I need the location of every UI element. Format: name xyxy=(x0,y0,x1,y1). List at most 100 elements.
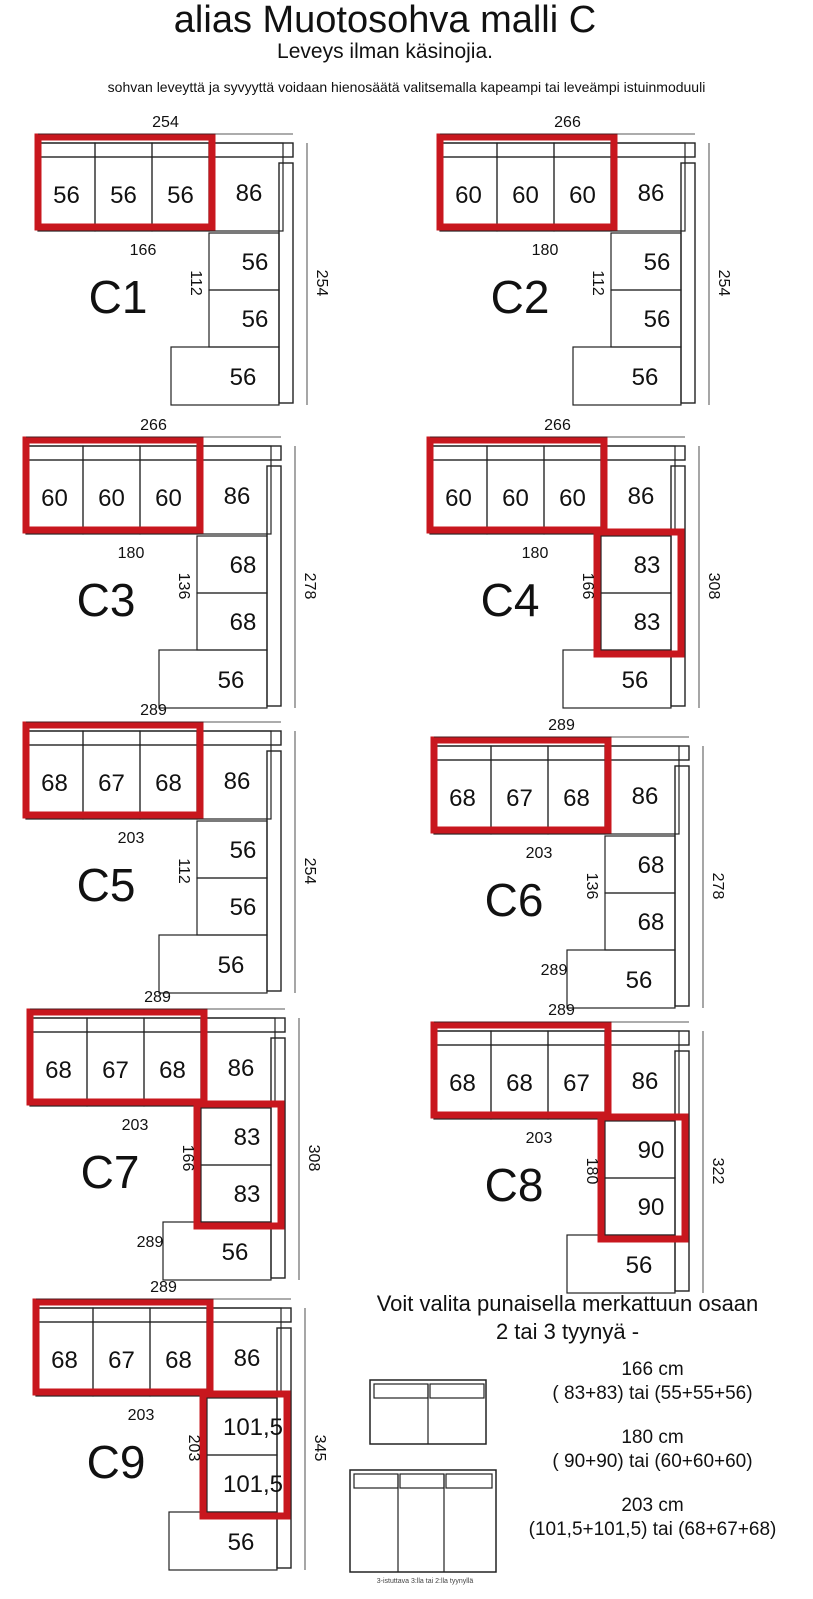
model-name: C4 xyxy=(481,574,540,626)
overall-width-label: 289 xyxy=(548,717,575,734)
end-module xyxy=(158,649,268,709)
legend-option-size: 180 cm xyxy=(621,1427,684,1448)
highlight-top-seats xyxy=(22,436,204,534)
side-seat-label: 68 xyxy=(230,609,257,636)
end-width-label: 56 xyxy=(622,667,649,694)
corner-width-label: 86 xyxy=(628,483,655,510)
model-name: C8 xyxy=(485,1159,544,1211)
seat-width-label: 68 xyxy=(449,785,476,812)
seat-width-label: 67 xyxy=(563,1070,590,1097)
side-seat-label: 90 xyxy=(638,1194,665,1221)
side-seat-label: 68 xyxy=(230,552,257,579)
bottom-width-label: 289 xyxy=(137,1234,164,1251)
inner-width-label: 203 xyxy=(526,845,553,862)
depth-label: 166 xyxy=(179,1145,196,1172)
seat-width-label: 56 xyxy=(167,182,194,209)
two-cushion-icon xyxy=(369,1379,487,1445)
page-note: sohvan leveyttä ja syvyyttä voidaan hien… xyxy=(107,79,706,95)
overall-depth-label: 254 xyxy=(313,270,330,297)
seat-width-label: 68 xyxy=(159,1057,186,1084)
overall-depth-label: 278 xyxy=(709,873,726,900)
overall-depth-label: 254 xyxy=(301,858,318,885)
overall-width-label: 289 xyxy=(140,702,167,719)
model-name: C1 xyxy=(89,271,148,323)
seat-width-label: 60 xyxy=(155,485,182,512)
legend-option-166: 166 cm ( 83+83) tai (55+55+56) xyxy=(500,1358,805,1406)
overall-depth-label: 254 xyxy=(715,270,732,297)
side-back xyxy=(674,765,690,1007)
seat-width-label: 67 xyxy=(98,770,125,797)
sofa-back xyxy=(25,730,282,746)
side-back xyxy=(680,162,696,404)
side-back xyxy=(266,465,282,707)
highlight-side-seats xyxy=(193,1100,285,1230)
depth-label: 136 xyxy=(175,573,192,600)
seat-width-label: 68 xyxy=(45,1057,72,1084)
inner-width-label: 203 xyxy=(122,1117,149,1134)
highlight-top-seats xyxy=(22,721,204,819)
end-module xyxy=(562,649,672,709)
seat-width-label: 68 xyxy=(165,1347,192,1374)
sofa-back xyxy=(429,445,686,461)
page-title: alias Muotosohva malli C xyxy=(173,0,597,41)
depth-label: 203 xyxy=(185,1435,202,1462)
depth-label: 166 xyxy=(579,573,596,600)
overall-width-label: 289 xyxy=(548,1002,575,1019)
overall-width-label: 266 xyxy=(140,417,167,434)
side-seat-label: 56 xyxy=(242,249,269,276)
depth-label: 112 xyxy=(187,270,204,296)
side-seat-label: 83 xyxy=(234,1124,261,1151)
side-seat-label: 56 xyxy=(230,837,257,864)
overall-width-label: 289 xyxy=(144,989,171,1006)
seat-width-label: 56 xyxy=(53,182,80,209)
legend-heading: Voit valita punaisella merkattuun osaan … xyxy=(330,1290,805,1346)
legend-option-203: 203 cm (101,5+101,5) tai (68+67+68) xyxy=(500,1494,805,1542)
seat-width-label: 68 xyxy=(563,785,590,812)
seat-width-label: 60 xyxy=(98,485,125,512)
end-module xyxy=(158,934,268,994)
end-width-label: 56 xyxy=(626,1252,653,1279)
highlight-top-seats xyxy=(436,133,618,231)
end-width-label: 56 xyxy=(626,967,653,994)
side-seat-label: 83 xyxy=(234,1181,261,1208)
sofa-back xyxy=(35,1307,292,1323)
side-seat-label: 101,5 xyxy=(223,1471,283,1498)
inner-width-label: 203 xyxy=(118,830,145,847)
side-seat-label: 90 xyxy=(638,1137,665,1164)
highlight-top-seats xyxy=(26,1008,208,1106)
depth-label: 136 xyxy=(583,873,600,900)
overall-width-label: 289 xyxy=(150,1279,177,1296)
end-width-label: 56 xyxy=(218,952,245,979)
end-module xyxy=(168,1511,278,1571)
sofa-back xyxy=(25,445,282,461)
side-seat-label: 56 xyxy=(230,894,257,921)
inner-width-label: 180 xyxy=(532,242,559,259)
highlight-top-seats xyxy=(430,736,612,834)
seat-width-label: 56 xyxy=(110,182,137,209)
end-width-label: 56 xyxy=(228,1529,255,1556)
seat-width-label: 60 xyxy=(502,485,529,512)
side-seat-label: 56 xyxy=(644,306,671,333)
end-module xyxy=(162,1221,272,1281)
highlight-side-seats xyxy=(199,1390,291,1520)
side-seat-label: 56 xyxy=(242,306,269,333)
model-name: C3 xyxy=(77,574,136,626)
sofa-back xyxy=(37,142,294,158)
seat-width-label: 60 xyxy=(445,485,472,512)
highlight-side-seats xyxy=(593,528,685,658)
inner-width-label: 180 xyxy=(522,545,549,562)
end-width-label: 56 xyxy=(222,1239,249,1266)
sofa-back xyxy=(433,1030,690,1046)
end-width-label: 56 xyxy=(218,667,245,694)
legend-option-combo: (101,5+101,5) tai (68+67+68) xyxy=(528,1519,777,1540)
legend-heading-line1: Voit valita punaisella merkattuun osaan xyxy=(376,1291,759,1316)
corner-width-label: 86 xyxy=(224,768,251,795)
highlight-top-seats xyxy=(34,133,216,231)
legend-heading-line2: 2 tai 3 tyynyä - xyxy=(495,1319,640,1344)
